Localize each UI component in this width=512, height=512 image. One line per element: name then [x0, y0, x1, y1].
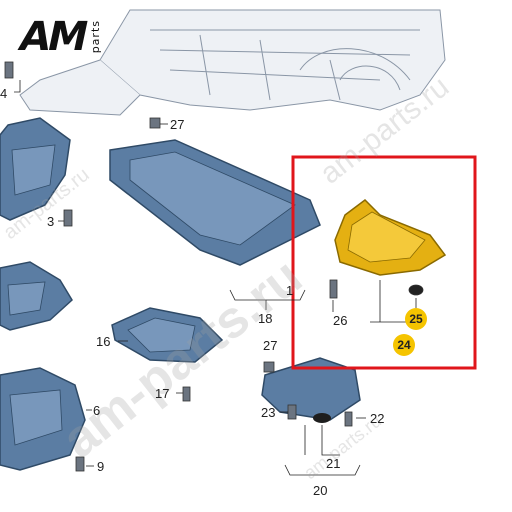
- callout-1: 1: [286, 283, 294, 298]
- callout-9: 9: [97, 459, 105, 474]
- callout-26: 26: [333, 313, 348, 328]
- highlight-frame: [291, 155, 477, 370]
- callout-24-highlight: 24: [393, 334, 415, 356]
- am-parts-logo: AM parts: [15, 14, 102, 60]
- logo-suffix: parts: [88, 20, 102, 54]
- callout-17: 17: [155, 386, 170, 401]
- center-underbody-shield: [109, 139, 321, 266]
- callout-27-bottom: 27: [263, 338, 278, 353]
- highlighted-part-24-shield: [334, 199, 447, 276]
- callout-22: 22: [370, 411, 385, 426]
- callout-23: 23: [261, 405, 276, 420]
- callout-16: 16: [96, 334, 111, 349]
- watermark-diagonal: am-parts.ru: [52, 248, 313, 470]
- fasteners: [4, 61, 424, 472]
- callout-20: 20: [313, 483, 328, 498]
- left-shield-1: [0, 117, 71, 221]
- small-shield-part-16: [111, 307, 224, 363]
- rear-shield-part-20: [261, 357, 361, 423]
- leader-lines: [14, 80, 425, 476]
- left-shield-3: [0, 367, 86, 471]
- callout-18: 18: [258, 311, 273, 326]
- left-shield-2: [0, 261, 73, 331]
- callout-3: 3: [47, 214, 55, 229]
- callout-21: 21: [326, 456, 341, 471]
- callout-4: 4: [0, 86, 8, 101]
- chassis-outline: [19, 9, 446, 116]
- logo-brand: AM: [15, 14, 90, 60]
- callout-25-highlight: 25: [405, 308, 427, 330]
- callout-27-top: 27: [170, 117, 185, 132]
- callout-6: 6: [93, 403, 101, 418]
